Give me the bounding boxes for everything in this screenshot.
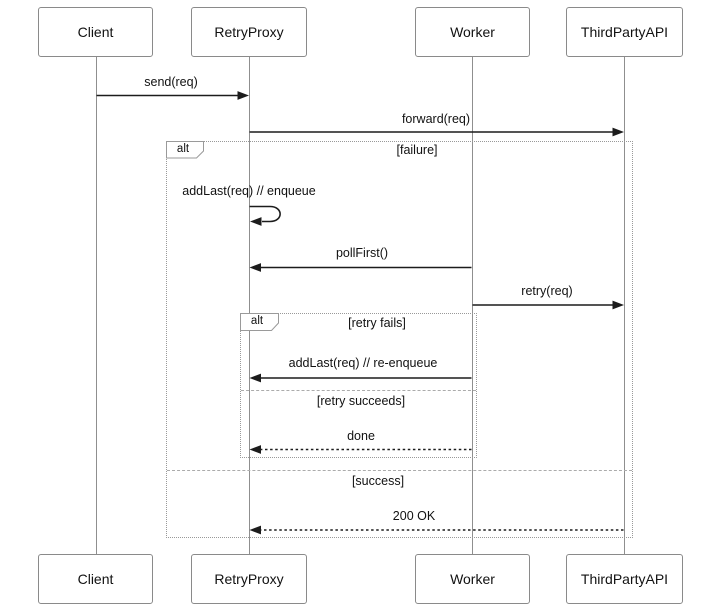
participant-label: Client [77, 571, 114, 587]
alt-divider-outer [167, 470, 632, 471]
participant-box-retryproxy-top: RetryProxy [191, 7, 307, 57]
message-retry-label: retry(req) [521, 284, 573, 298]
message-enqueue-label: addLast(req) // enqueue [182, 184, 316, 198]
message-reenqueue-label: addLast(req) // re-enqueue [288, 356, 438, 370]
participant-label: Worker [450, 571, 495, 587]
lifeline-retryproxy [248, 57, 250, 554]
self-message-loop [249, 205, 281, 223]
guard-label-failure: [failure] [396, 143, 438, 157]
participant-box-thirdpartyapi-bottom: ThirdPartyAPI [566, 554, 683, 604]
arrowhead-right-icon [612, 300, 624, 310]
arrowhead-left-icon [249, 263, 261, 272]
message-done-label: done [347, 429, 375, 443]
participant-box-client-bottom: Client [38, 554, 153, 604]
lifeline-thirdpartyapi [623, 57, 625, 554]
alt-operator-label-inner: alt [250, 315, 264, 327]
participant-box-client-top: Client [38, 7, 153, 57]
alt-fragment-outer [166, 141, 633, 538]
participant-label: Worker [450, 24, 495, 40]
guard-label-retry-fails: [retry fails] [348, 316, 406, 330]
arrowhead-left-icon [249, 525, 261, 535]
lifeline-client [96, 57, 97, 554]
participant-label: RetryProxy [214, 24, 284, 40]
alt-operator-label-outer: alt [176, 143, 190, 155]
participant-label: RetryProxy [214, 571, 284, 587]
participant-box-retryproxy-bottom: RetryProxy [191, 554, 307, 604]
arrowhead-left-icon [249, 373, 261, 383]
arrowhead-left-icon [249, 445, 261, 454]
participant-box-worker-top: Worker [415, 7, 530, 57]
alt-operator-tab-inner [240, 313, 279, 331]
arrowhead-right-icon [237, 91, 249, 100]
arrowhead-left-icon [250, 217, 262, 226]
message-forward-label: forward(req) [401, 112, 471, 126]
participant-box-thirdpartyapi-top: ThirdPartyAPI [566, 7, 683, 57]
arrowhead-right-icon [612, 127, 624, 137]
participant-label: Client [77, 24, 114, 40]
alt-divider-inner [241, 390, 476, 391]
guard-label-retry-succeeds: [retry succeeds] [316, 394, 406, 408]
message-ok-label: 200 OK [392, 509, 436, 523]
alt-fragment-inner [240, 313, 477, 458]
participant-label: ThirdPartyAPI [580, 24, 669, 40]
participant-box-worker-bottom: Worker [415, 554, 530, 604]
message-send-label: send(req) [144, 75, 198, 89]
message-poll-label: pollFirst() [335, 246, 389, 260]
alt-operator-tab-outer [166, 141, 204, 159]
lifeline-worker [471, 57, 473, 554]
participant-label: ThirdPartyAPI [580, 571, 669, 587]
guard-label-success: [success] [351, 474, 405, 488]
